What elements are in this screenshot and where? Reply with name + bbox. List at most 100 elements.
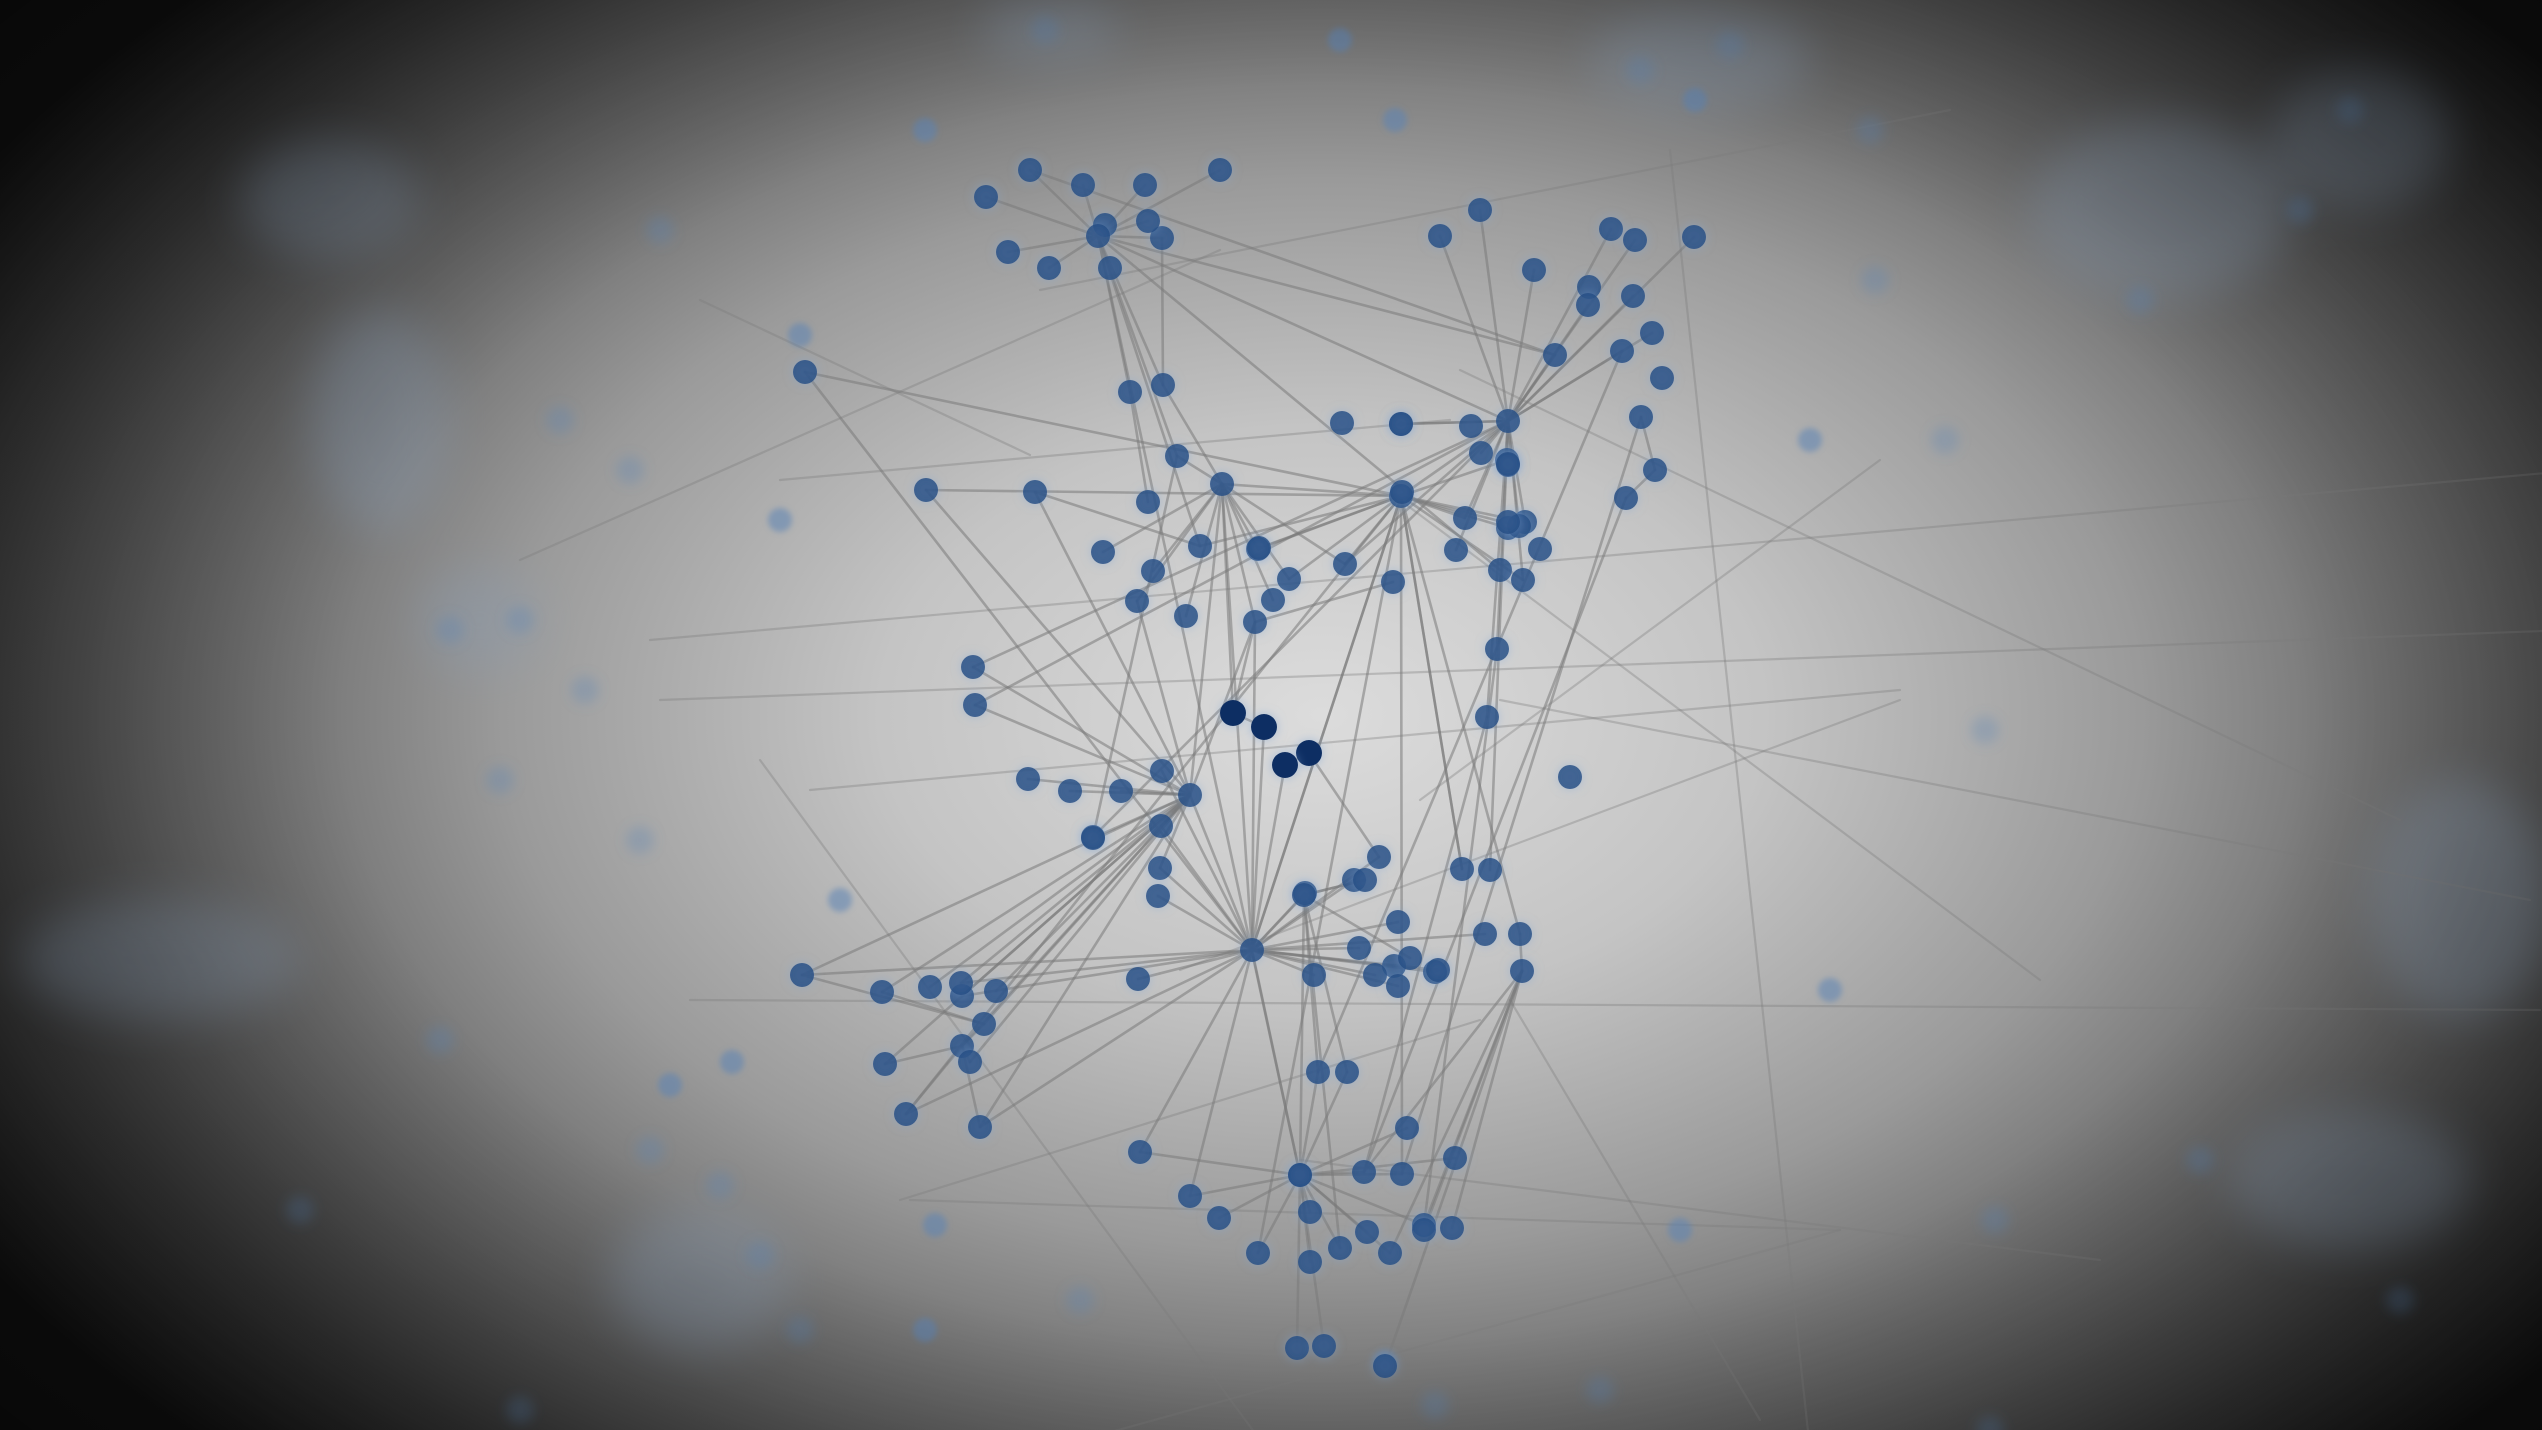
network-node bbox=[1125, 589, 1149, 613]
network-node bbox=[1395, 1116, 1419, 1140]
network-node bbox=[1386, 910, 1410, 934]
network-edge bbox=[1096, 234, 1302, 1177]
background-node bbox=[1421, 1391, 1449, 1419]
network-node bbox=[1328, 1236, 1352, 1260]
network-node bbox=[1148, 856, 1172, 880]
network-node bbox=[1386, 974, 1410, 998]
network-node bbox=[1071, 173, 1095, 197]
background-node bbox=[436, 616, 464, 644]
network-edge bbox=[803, 370, 1403, 498]
network-edge bbox=[1138, 948, 1254, 1154]
network-node bbox=[1610, 339, 1634, 363]
network-edge bbox=[1508, 998, 1762, 1422]
background-node bbox=[506, 1396, 534, 1424]
network-node bbox=[1450, 857, 1474, 881]
background-node bbox=[2126, 286, 2154, 314]
network-node bbox=[1178, 783, 1202, 807]
network-node bbox=[1091, 540, 1115, 564]
network-node bbox=[1208, 158, 1232, 182]
network-node bbox=[1141, 559, 1165, 583]
network-node bbox=[1390, 1162, 1414, 1186]
network-node bbox=[1333, 552, 1357, 576]
background-node bbox=[706, 1171, 734, 1199]
network-node bbox=[1621, 284, 1645, 308]
background-node bbox=[1856, 116, 1884, 144]
network-node bbox=[1469, 441, 1493, 465]
network-edge bbox=[883, 793, 1192, 1066]
network-node bbox=[1330, 411, 1354, 435]
network-edge bbox=[1458, 368, 2402, 822]
background-node bbox=[786, 1316, 814, 1344]
background-node bbox=[2186, 1146, 2214, 1174]
network-node bbox=[1285, 1336, 1309, 1360]
network-node bbox=[968, 1115, 992, 1139]
background-node bbox=[426, 1026, 454, 1054]
background-node bbox=[546, 406, 574, 434]
background-node bbox=[1383, 108, 1407, 132]
network-node bbox=[1367, 845, 1391, 869]
network-node bbox=[1352, 1160, 1376, 1184]
network-node bbox=[1363, 963, 1387, 987]
network-node bbox=[1098, 256, 1122, 280]
background-node bbox=[2336, 96, 2364, 124]
network-node bbox=[1440, 1216, 1464, 1240]
network-node bbox=[1240, 938, 1264, 962]
network-node bbox=[1298, 1250, 1322, 1274]
network-edge bbox=[1478, 208, 1510, 423]
network-node bbox=[790, 963, 814, 987]
network-node bbox=[873, 1052, 897, 1076]
network-node bbox=[894, 1102, 918, 1126]
network-edge bbox=[1307, 751, 1381, 859]
background-node bbox=[1626, 56, 1654, 84]
network-node bbox=[1136, 490, 1160, 514]
background-node bbox=[768, 508, 792, 532]
network-node bbox=[1640, 321, 1664, 345]
background-node bbox=[658, 1073, 682, 1097]
network-node bbox=[1292, 883, 1316, 907]
network-node bbox=[1149, 814, 1173, 838]
network-node bbox=[1335, 1060, 1359, 1084]
network-node bbox=[793, 360, 817, 384]
network-node bbox=[1558, 765, 1582, 789]
network-node bbox=[1306, 1060, 1330, 1084]
network-edge bbox=[1038, 108, 1952, 292]
network-node bbox=[1496, 409, 1520, 433]
network-node bbox=[1347, 936, 1371, 960]
background-node bbox=[1586, 1376, 1614, 1404]
network-node bbox=[1355, 1220, 1379, 1244]
network-edge bbox=[1399, 458, 1509, 498]
network-node bbox=[1473, 922, 1497, 946]
network-node bbox=[1277, 567, 1301, 591]
network-node bbox=[1016, 767, 1040, 791]
network-node bbox=[1444, 538, 1468, 562]
network-node bbox=[996, 240, 1020, 264]
background-node bbox=[286, 1196, 314, 1224]
network-node bbox=[972, 1012, 996, 1036]
network-node bbox=[1188, 534, 1212, 558]
network-edge bbox=[1298, 893, 1306, 1177]
background-node bbox=[913, 118, 937, 142]
network-edge bbox=[1498, 698, 2532, 902]
network-node bbox=[1207, 1206, 1231, 1230]
network-node bbox=[961, 655, 985, 679]
network-node bbox=[958, 1050, 982, 1074]
background-node bbox=[626, 826, 654, 854]
network-node bbox=[1298, 1200, 1322, 1224]
network-node bbox=[1126, 967, 1150, 991]
network-edge bbox=[984, 195, 1100, 238]
edges-layer bbox=[518, 108, 2542, 1430]
network-node bbox=[1165, 444, 1189, 468]
background-node bbox=[486, 766, 514, 794]
network-node bbox=[1128, 1140, 1152, 1164]
network-node bbox=[1210, 472, 1234, 496]
focus-node bbox=[1296, 740, 1322, 766]
background-node bbox=[2386, 1286, 2414, 1314]
background-node bbox=[1798, 428, 1822, 452]
network-edge bbox=[1158, 866, 1254, 952]
background-node bbox=[1031, 16, 1059, 44]
network-node bbox=[1623, 228, 1647, 252]
network-edge bbox=[518, 248, 1222, 562]
network-node bbox=[1381, 570, 1405, 594]
network-node bbox=[1629, 405, 1653, 429]
background-node bbox=[1683, 88, 1707, 112]
